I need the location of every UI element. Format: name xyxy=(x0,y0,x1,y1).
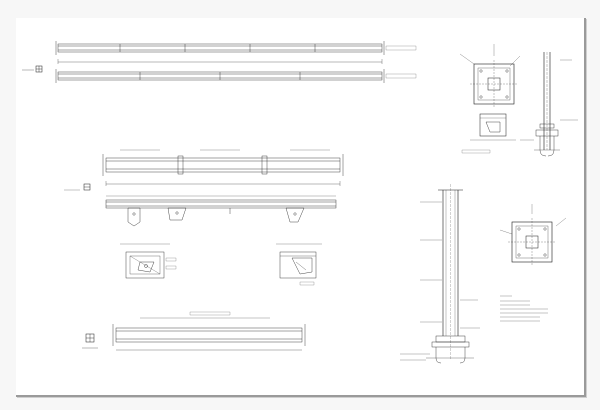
bottom-beam xyxy=(82,311,306,351)
column-detail-small xyxy=(461,113,516,154)
section-mark-left xyxy=(22,65,43,73)
top-beams xyxy=(22,41,417,83)
detail-b xyxy=(276,243,322,286)
column-elevation-top xyxy=(520,52,578,157)
beam-lower xyxy=(55,69,417,83)
column-base-plan-bottom xyxy=(499,204,567,266)
tall-column xyxy=(400,184,480,364)
notes-block xyxy=(500,295,548,322)
drawing-sheet xyxy=(16,18,586,397)
beam-upper xyxy=(55,41,417,64)
middle-beam xyxy=(64,149,344,191)
column-base-plan-top xyxy=(459,44,521,108)
detail-a xyxy=(120,243,177,279)
gusset-beam xyxy=(105,195,337,227)
